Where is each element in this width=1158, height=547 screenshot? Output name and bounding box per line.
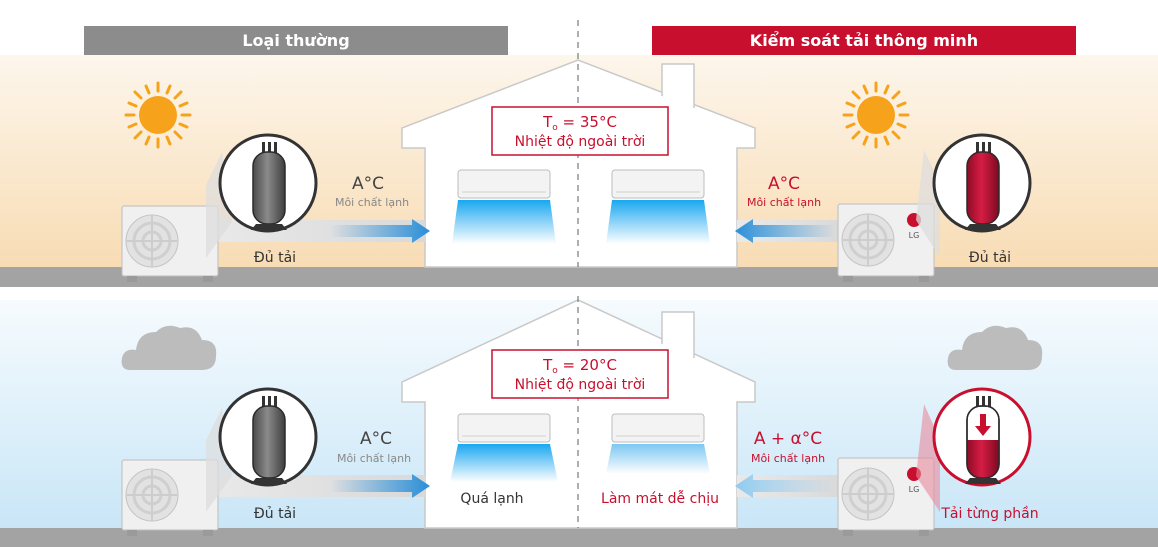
bottom-left-load-label: Đủ tải xyxy=(254,506,296,522)
right-header-bar xyxy=(652,26,1076,55)
bottom-right-indoor-unit xyxy=(606,413,710,474)
sun-icon xyxy=(842,81,910,149)
bottom-right-result-label: Làm mát dễ chịu xyxy=(601,490,719,507)
left-header-title: Loại thường xyxy=(242,31,349,50)
bottom-right-tank-icon xyxy=(965,396,1001,484)
bottom-left-refrigerant-label: Môi chất lạnh xyxy=(337,452,411,465)
top-left-flow-arrow xyxy=(330,219,430,243)
left-header-bar xyxy=(84,26,508,55)
bottom-temperature-value: To = 20°C xyxy=(542,356,617,376)
top-right-refrigerant-temp: A°C xyxy=(768,174,800,194)
top-temperature-label: Nhiệt độ ngoài trời xyxy=(515,134,646,150)
right-header-title: Kiểm soát tải thông minh xyxy=(750,31,978,50)
bottom-left-tank-icon xyxy=(251,396,287,484)
top-left-indoor-unit xyxy=(452,169,556,244)
top-temperature-value: To = 35°C xyxy=(542,113,617,133)
bottom-left-indoor-unit xyxy=(450,413,558,482)
top-left-refrigerant-temp: A°C xyxy=(352,174,384,194)
top-left-outdoor-unit xyxy=(121,205,219,282)
bottom-temperature-label: Nhiệt độ ngoài trời xyxy=(515,377,646,393)
cloud-icon xyxy=(947,325,1043,370)
bottom-left-refrigerant-temp: A°C xyxy=(360,429,392,449)
bottom-left-flow-arrow xyxy=(330,474,430,498)
top-left-tank-icon xyxy=(251,142,287,230)
sun-icon xyxy=(124,81,192,149)
bottom-chimney xyxy=(661,311,695,358)
bottom-right-refrigerant-temp: A + α°C xyxy=(754,429,822,449)
top-left-refrigerant-label: Môi chất lạnh xyxy=(335,196,409,209)
bottom-ground xyxy=(0,528,1158,547)
cloud-icon xyxy=(121,325,217,370)
lg-logo-text: LG xyxy=(909,485,920,494)
top-temperature-box xyxy=(491,106,669,156)
top-right-refrigerant-label: Môi chất lạnh xyxy=(747,196,821,209)
top-right-outdoor-unit: LG xyxy=(837,203,935,282)
bottom-left-result-label: Quá lạnh xyxy=(460,491,523,507)
bottom-right-flow-arrow xyxy=(735,474,835,498)
bottom-right-refrigerant-label: Môi chất lạnh xyxy=(751,452,825,465)
bottom-right-outdoor-unit: LG xyxy=(837,457,935,536)
top-right-tank-icon xyxy=(965,142,1001,230)
top-right-indoor-unit xyxy=(606,169,710,244)
bottom-left-outdoor-unit xyxy=(121,459,219,536)
top-chimney xyxy=(661,63,695,108)
bottom-temperature-box xyxy=(491,349,669,399)
top-left-load-label: Đủ tải xyxy=(254,250,296,266)
bottom-right-load-label: Tải từng phần xyxy=(940,506,1038,522)
lg-logo-text: LG xyxy=(909,231,920,240)
arrow-down-icon xyxy=(975,414,991,436)
top-right-flow-arrow xyxy=(735,219,835,243)
top-right-load-label: Đủ tải xyxy=(969,250,1011,266)
